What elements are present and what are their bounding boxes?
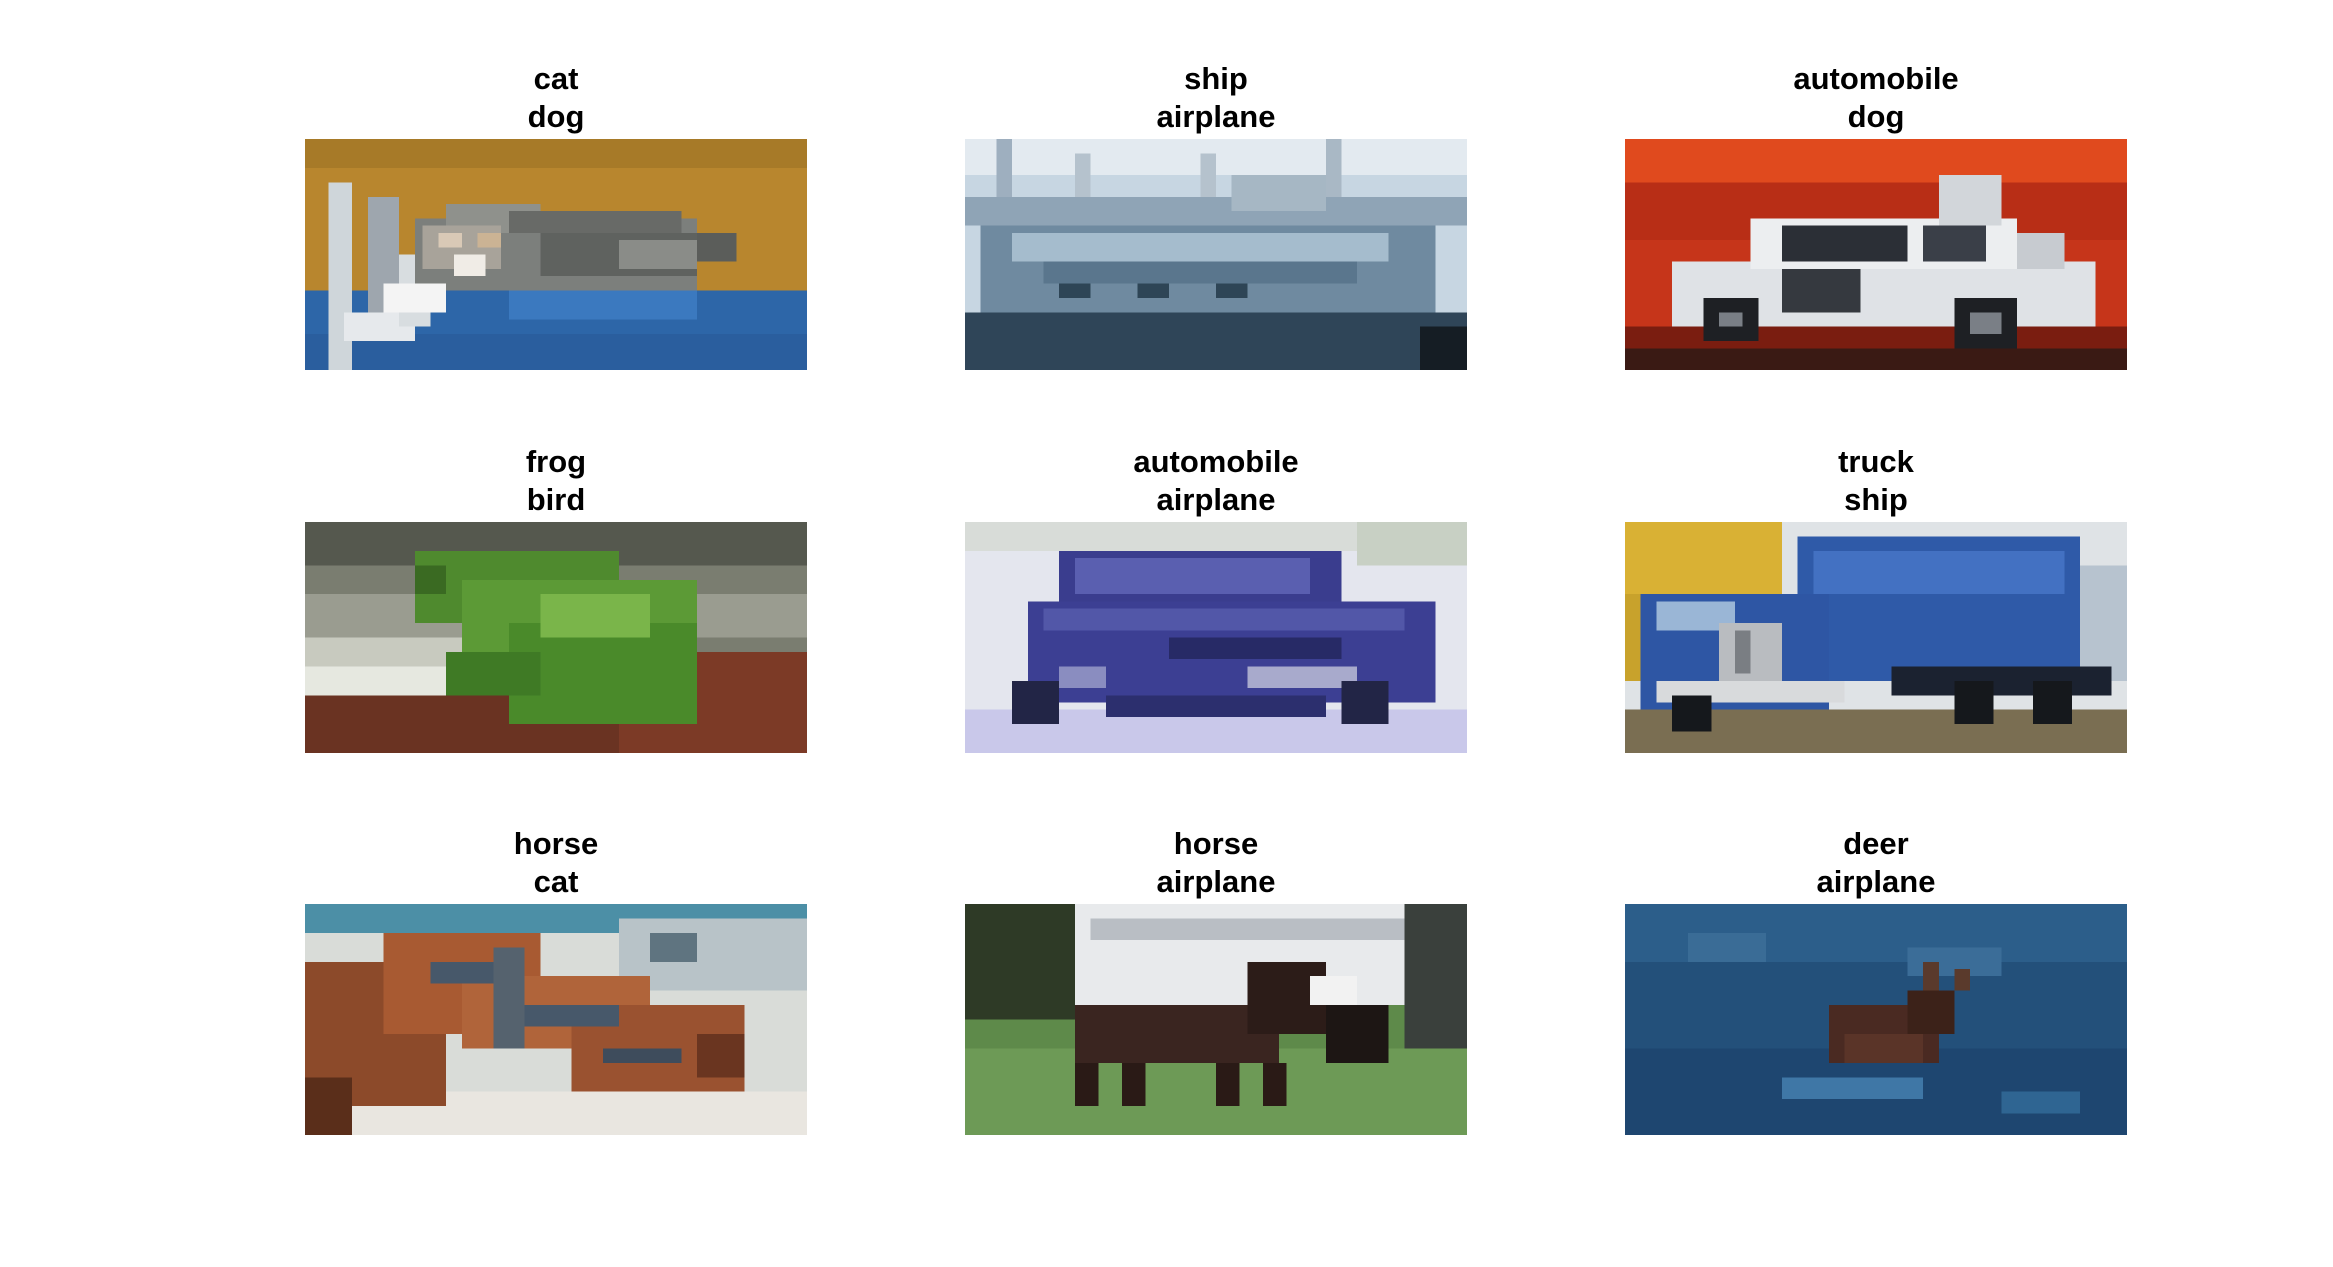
panel-title: ship airplane: [965, 60, 1467, 136]
predicted-label: dog: [1847, 99, 1905, 134]
image-automobile: [965, 522, 1467, 753]
true-label: truck: [1838, 444, 1914, 479]
predicted-label: cat: [533, 864, 579, 899]
panel-title: automobile airplane: [965, 443, 1467, 519]
predicted-label: airplane: [1156, 482, 1276, 517]
true-label: cat: [533, 61, 579, 96]
predicted-label: bird: [526, 482, 586, 517]
image-deer: [1625, 904, 2127, 1135]
predicted-label: airplane: [1816, 864, 1936, 899]
panel-title: horse cat: [305, 825, 807, 901]
image-horse: [305, 904, 807, 1135]
predicted-label: airplane: [1156, 864, 1276, 899]
true-label: horse: [1173, 826, 1259, 861]
panel-title: frog bird: [305, 443, 807, 519]
predicted-label: airplane: [1156, 99, 1276, 134]
image-truck: [1625, 522, 2127, 753]
true-label: frog: [525, 444, 587, 479]
predicted-label: ship: [1844, 482, 1908, 517]
true-label: ship: [1184, 61, 1248, 96]
image-horse: [965, 904, 1467, 1135]
panel-title: deer airplane: [1625, 825, 2127, 901]
image-automobile: [1625, 139, 2127, 370]
true-label: automobile: [1133, 444, 1299, 479]
panel-title: horse airplane: [965, 825, 1467, 901]
panel-title: cat dog: [305, 60, 807, 136]
image-frog: [305, 522, 807, 753]
panel-title: automobile dog: [1625, 60, 2127, 136]
true-label: horse: [513, 826, 599, 861]
true-label: deer: [1843, 826, 1909, 861]
image-cat: [305, 139, 807, 370]
true-label: automobile: [1793, 61, 1959, 96]
predicted-label: dog: [527, 99, 585, 134]
image-ship: [965, 139, 1467, 370]
panel-title: truck ship: [1625, 443, 2127, 519]
